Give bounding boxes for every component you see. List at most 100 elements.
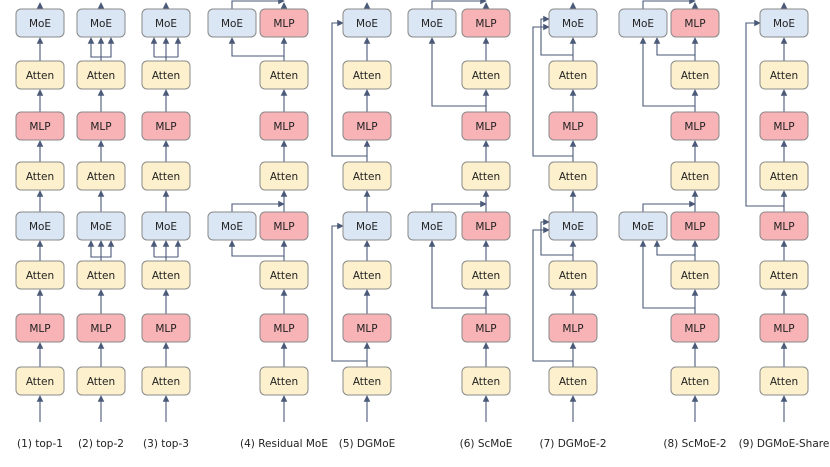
- variant-dgmoe-atten-1-label: Atten: [353, 376, 381, 388]
- variant-dgmoe2-layer4-skip-b: [540, 218, 573, 256]
- variant-top3-atten-1-label: Atten: [152, 376, 180, 388]
- variant-residual-atten-3-label: Atten: [270, 270, 298, 282]
- variant-scmoe2-atten-1-box: [670, 366, 720, 396]
- variant-top1-atten-5-box: [15, 161, 65, 191]
- variant-top1-atten-7-label: Atten: [26, 70, 54, 82]
- variant-scmoe-atten-5-label: Atten: [472, 171, 500, 183]
- variant-residual-atten-1-label: Atten: [270, 376, 298, 388]
- variant-top2-atten-1-box: [76, 366, 126, 396]
- variant-scmoe2-caption: (8) ScMoE-2: [663, 438, 726, 450]
- variant-dgmoe-mlp-6-label: MLP: [356, 121, 377, 133]
- variant-top3-mlp-2-label: MLP: [155, 323, 176, 335]
- variant-top2-atten-5-label: Atten: [87, 171, 115, 183]
- variant-dgmoeshare-mlp-6-label: MLP: [773, 121, 794, 133]
- variant-top2-atten-3-box: [76, 260, 126, 290]
- variant-scmoe-atten-7-box: [461, 60, 511, 90]
- variant-scmoe-side-moe-8-label: MoE: [421, 18, 443, 30]
- variant-dgmoe2-mlp-6-label: MLP: [562, 121, 583, 133]
- variant-dgmoe2-atten-5-box: [548, 161, 598, 191]
- variant-dgmoe-moe-4-box: [342, 211, 392, 241]
- variant-scmoe-mlp-8-box: [461, 8, 511, 38]
- variant-scmoe2-atten-3-box: [670, 260, 720, 290]
- variant-top3-mlp-6-label: MLP: [155, 121, 176, 133]
- variant-scmoe2-side-moe-4-label: MoE: [632, 221, 654, 233]
- variant-scmoe2-side-moe-8-label: MoE: [632, 18, 654, 30]
- variant-top2-layer8-route-b: [101, 37, 115, 58]
- variant-residual-mlp-6-box: [259, 111, 309, 141]
- variant-top2-mlp-6-box: [76, 111, 126, 141]
- variant-dgmoe2-atten-5-label: Atten: [559, 171, 587, 183]
- variant-scmoe-atten-3-label: Atten: [472, 270, 500, 282]
- connector-layer: [36, 0, 788, 422]
- variant-scmoe2-layer8-side-in: [639, 37, 695, 107]
- variant-top3-mlp-6-box: [141, 111, 191, 141]
- variant-top3-moe-8-box: [141, 8, 191, 38]
- variant-top3-atten-1-box: [141, 366, 191, 396]
- variant-residual-mlp-6-label: MLP: [273, 121, 294, 133]
- variant-scmoe2-side-moe-8-box: [618, 8, 668, 38]
- variant-top3-atten-7-box: [141, 60, 191, 90]
- variant-scmoe-side-moe-8-box: [407, 8, 457, 38]
- variant-scmoe-atten-1-box: [461, 366, 511, 396]
- variant-residual-mlp-8-label: MLP: [273, 18, 294, 30]
- variant-dgmoe-caption: (5) DGMoE: [339, 438, 396, 450]
- variant-top2-caption: (2) top-2: [78, 438, 124, 450]
- variant-scmoe2-mlp-6-label: MLP: [684, 121, 705, 133]
- variant-scmoe-layer4-side-out: [431, 200, 487, 212]
- variant-scmoe2-layer8-side-in-2: [653, 37, 695, 56]
- variant-top1-caption: (1) top-1: [17, 438, 63, 450]
- variant-dgmoe-mlp-2-box: [342, 313, 392, 343]
- variant-dgmoe-moe-8-label: MoE: [356, 18, 378, 30]
- variant-residual-atten-1-box: [259, 366, 309, 396]
- variant-scmoe2-atten-7-label: Atten: [681, 70, 709, 82]
- variant-scmoe2-layer8-side-out: [642, 0, 696, 9]
- variant-scmoe2-mlp-2-label: MLP: [684, 323, 705, 335]
- variant-top3-atten-5-label: Atten: [152, 171, 180, 183]
- variant-scmoe2-mlp-6-box: [670, 111, 720, 141]
- variant-dgmoe-mlp-6-box: [342, 111, 392, 141]
- variant-top2-layer4-route-a: [87, 240, 101, 258]
- variant-dgmoeshare-atten-7-label: Atten: [770, 70, 798, 82]
- variant-scmoe2-atten-1-label: Atten: [681, 376, 709, 388]
- variant-residual-side-moe-4-box: [207, 211, 257, 241]
- variant-dgmoeshare-mlp-2-label: MLP: [773, 323, 794, 335]
- variant-dgmoe-layer8-skip: [331, 19, 367, 157]
- variant-dgmoe2-atten-1-label: Atten: [559, 376, 587, 388]
- variant-residual-mlp-2-box: [259, 313, 309, 343]
- variant-dgmoeshare-moe-8-box: [759, 8, 809, 38]
- variant-dgmoe-moe-8-box: [342, 8, 392, 38]
- variant-scmoe-mlp-4-label: MLP: [475, 221, 496, 233]
- variant-dgmoeshare-moe-8-label: MoE: [773, 18, 795, 30]
- variant-residual-side-moe-4-label: MoE: [221, 221, 243, 233]
- variant-dgmoe-atten-5-label: Atten: [353, 171, 381, 183]
- variant-dgmoe2-moe-8-box: [548, 8, 598, 38]
- variant-top1-moe-4-box: [15, 211, 65, 241]
- variant-residual-caption: (4) Residual MoE: [240, 438, 328, 450]
- variant-residual-atten-7-label: Atten: [270, 70, 298, 82]
- variant-scmoe-mlp-2-label: MLP: [475, 323, 496, 335]
- variant-top2-mlp-6-label: MLP: [90, 121, 111, 133]
- variant-scmoe-side-moe-4-label: MoE: [421, 221, 443, 233]
- variant-scmoe2-atten-7-box: [670, 60, 720, 90]
- variant-top3-atten-5-box: [141, 161, 191, 191]
- variant-residual-mlp-8-box: [259, 8, 309, 38]
- variant-scmoe-mlp-4-box: [461, 211, 511, 241]
- variant-dgmoeshare-atten-5-label: Atten: [770, 171, 798, 183]
- variant-dgmoe-layer4-skip: [331, 222, 367, 362]
- variant-top3-atten-3-box: [141, 260, 191, 290]
- variant-dgmoe2-mlp-6-box: [548, 111, 598, 141]
- variant-scmoe2-mlp-8-box: [670, 8, 720, 38]
- caption-layer: (1) top-1 (2) top-2 (3) top-3 (4) Residual …: [17, 438, 829, 450]
- variant-top3-caption: (3) top-3: [143, 438, 189, 450]
- variant-top2-atten-5-box: [76, 161, 126, 191]
- variant-dgmoe2-caption: (7) DGMoE-2: [539, 438, 606, 450]
- variant-top3-moe-4-box: [141, 211, 191, 241]
- variant-dgmoeshare-caption: (9) DGMoE-Share: [739, 438, 830, 450]
- variant-top1-atten-3-label: Atten: [26, 270, 54, 282]
- variant-dgmoe2-mlp-2-label: MLP: [562, 323, 583, 335]
- variant-dgmoeshare-layer8-skip: [745, 19, 784, 207]
- variant-top3-atten-3-label: Atten: [152, 270, 180, 282]
- variant-scmoe2-mlp-4-label: MLP: [684, 221, 705, 233]
- variant-dgmoe2-moe-4-label: MoE: [562, 221, 584, 233]
- variant-dgmoeshare-atten-5-box: [759, 161, 809, 191]
